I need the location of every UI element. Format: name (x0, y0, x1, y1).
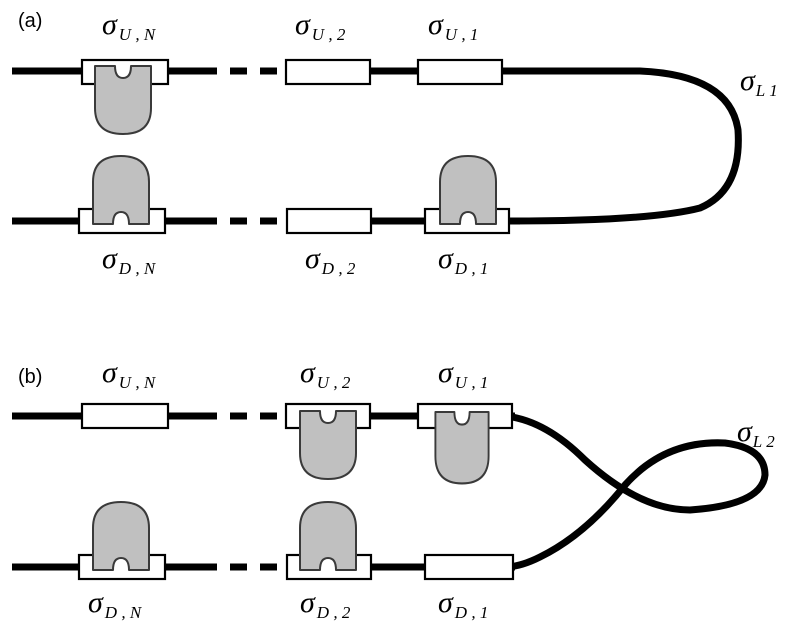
panel-a-label: (a) (18, 10, 42, 32)
panel-a-dna-loop (509, 67, 742, 225)
panel-a-label-loop: σL 1 (740, 64, 778, 100)
panel-a-site-u-2 (284, 58, 372, 86)
panel-b-site-u-n (80, 402, 170, 430)
panel-b-label-loop: σL 2 (737, 415, 775, 451)
panel-b-dna-loop (504, 412, 769, 571)
panel-a-site-u-1 (416, 58, 504, 86)
panel-b-label: (b) (18, 366, 42, 388)
panel-a-site-d-2 (285, 207, 373, 235)
panel-b-site-d-1 (423, 553, 515, 581)
